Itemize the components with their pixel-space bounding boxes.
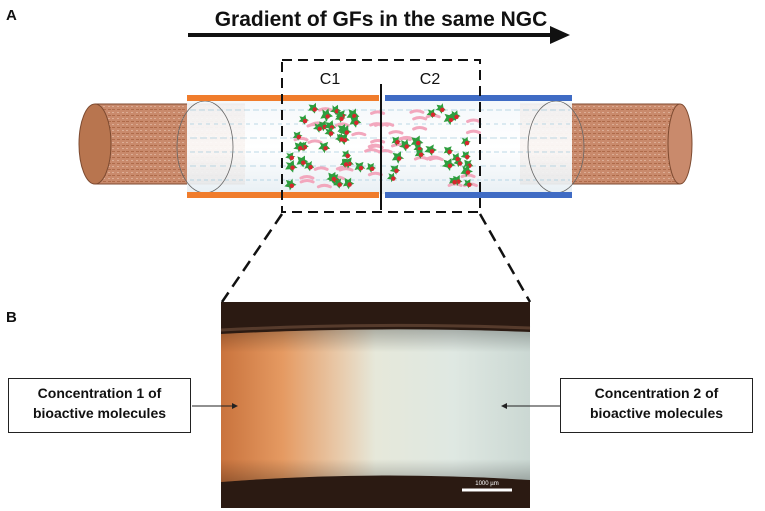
growth-factor bbox=[324, 127, 335, 138]
growth-factor bbox=[365, 162, 377, 173]
label-concentration-2: Concentration 2 of bioactive molecules bbox=[560, 378, 753, 433]
fibre bbox=[351, 131, 367, 137]
fibre bbox=[367, 171, 383, 177]
growth-factor bbox=[450, 110, 461, 122]
growth-factor bbox=[313, 122, 324, 133]
fibre bbox=[465, 129, 481, 135]
growth-factor bbox=[399, 139, 412, 152]
panel-a-letter: A bbox=[6, 7, 17, 24]
gradient-arrow-head bbox=[550, 26, 570, 44]
fibre bbox=[364, 148, 380, 153]
growth-factor bbox=[463, 179, 473, 189]
growth-factor bbox=[341, 149, 352, 160]
zoom-connector-left bbox=[220, 213, 284, 303]
growth-factor bbox=[389, 164, 401, 175]
growth-factor bbox=[318, 120, 329, 132]
callout-arrow-left-head bbox=[232, 403, 238, 409]
growth-factor bbox=[391, 136, 401, 146]
micrograph bbox=[220, 302, 531, 508]
growth-factor bbox=[435, 103, 446, 114]
growth-factor bbox=[296, 155, 309, 168]
growth-factor bbox=[285, 160, 298, 173]
growth-factor bbox=[441, 158, 456, 171]
fibre bbox=[413, 156, 429, 161]
fibre bbox=[299, 175, 315, 180]
growth-factor bbox=[308, 102, 319, 114]
growth-factor bbox=[410, 135, 424, 149]
growth-factor bbox=[284, 178, 297, 191]
fibre bbox=[293, 136, 309, 142]
growth-factor bbox=[424, 144, 437, 156]
growth-factor-group bbox=[284, 102, 474, 191]
fibre bbox=[334, 122, 350, 127]
growth-factor bbox=[333, 178, 344, 189]
growth-factor bbox=[414, 148, 425, 159]
growth-factor bbox=[460, 164, 473, 178]
fibre bbox=[316, 183, 332, 189]
growth-factor bbox=[449, 176, 458, 186]
growth-factor bbox=[443, 146, 454, 156]
fibre bbox=[409, 109, 425, 114]
growth-factor bbox=[293, 141, 305, 153]
scale-bar-label: 1000 µm bbox=[475, 481, 498, 487]
growth-factor bbox=[326, 171, 339, 184]
fibre bbox=[388, 130, 404, 135]
growth-factor bbox=[346, 108, 360, 122]
growth-factor bbox=[335, 112, 346, 123]
growth-factor bbox=[298, 114, 309, 125]
fibre bbox=[466, 118, 482, 124]
growth-factor bbox=[285, 152, 296, 162]
growth-factor bbox=[451, 152, 462, 163]
growth-factor bbox=[349, 115, 362, 128]
growth-factor bbox=[304, 160, 315, 172]
fibre bbox=[399, 135, 415, 141]
growth-factor bbox=[460, 151, 471, 161]
growth-factor bbox=[292, 131, 303, 141]
zoom-connector-right bbox=[478, 213, 532, 303]
fibre bbox=[307, 139, 323, 144]
fibre bbox=[412, 115, 428, 121]
fibre bbox=[299, 178, 315, 184]
growth-factor bbox=[426, 108, 437, 119]
compartment-2-wall bbox=[385, 95, 572, 198]
growth-factor bbox=[338, 125, 352, 138]
compartment-1-label: C1 bbox=[320, 71, 341, 88]
fibre bbox=[426, 155, 442, 161]
fibre bbox=[367, 143, 383, 149]
growth-factor bbox=[340, 158, 350, 168]
fibre bbox=[370, 139, 386, 144]
fibre bbox=[335, 165, 351, 171]
growth-factor bbox=[461, 136, 471, 147]
growth-factor bbox=[443, 112, 456, 126]
growth-factor bbox=[320, 108, 333, 122]
fibre bbox=[317, 107, 333, 112]
growth-factor bbox=[298, 141, 309, 152]
gradient-title: Gradient of GFs in the same NGC bbox=[215, 8, 548, 31]
fibre bbox=[412, 126, 428, 131]
growth-factor bbox=[391, 151, 405, 164]
growth-factor bbox=[387, 172, 397, 183]
growth-factor bbox=[318, 141, 331, 154]
callout-arrow-right-head bbox=[501, 403, 507, 409]
fibre bbox=[460, 173, 476, 179]
label-concentration-1: Concentration 1 of bioactive molecules bbox=[8, 378, 191, 433]
fibre bbox=[370, 110, 386, 115]
growth-factor bbox=[342, 177, 355, 190]
growth-factor bbox=[354, 161, 366, 173]
fibre bbox=[313, 166, 329, 171]
compartment-selection-box bbox=[281, 59, 481, 213]
growth-factor bbox=[335, 133, 346, 144]
compartment-2-label: C2 bbox=[420, 71, 441, 88]
panel-b-letter: B bbox=[6, 309, 17, 326]
